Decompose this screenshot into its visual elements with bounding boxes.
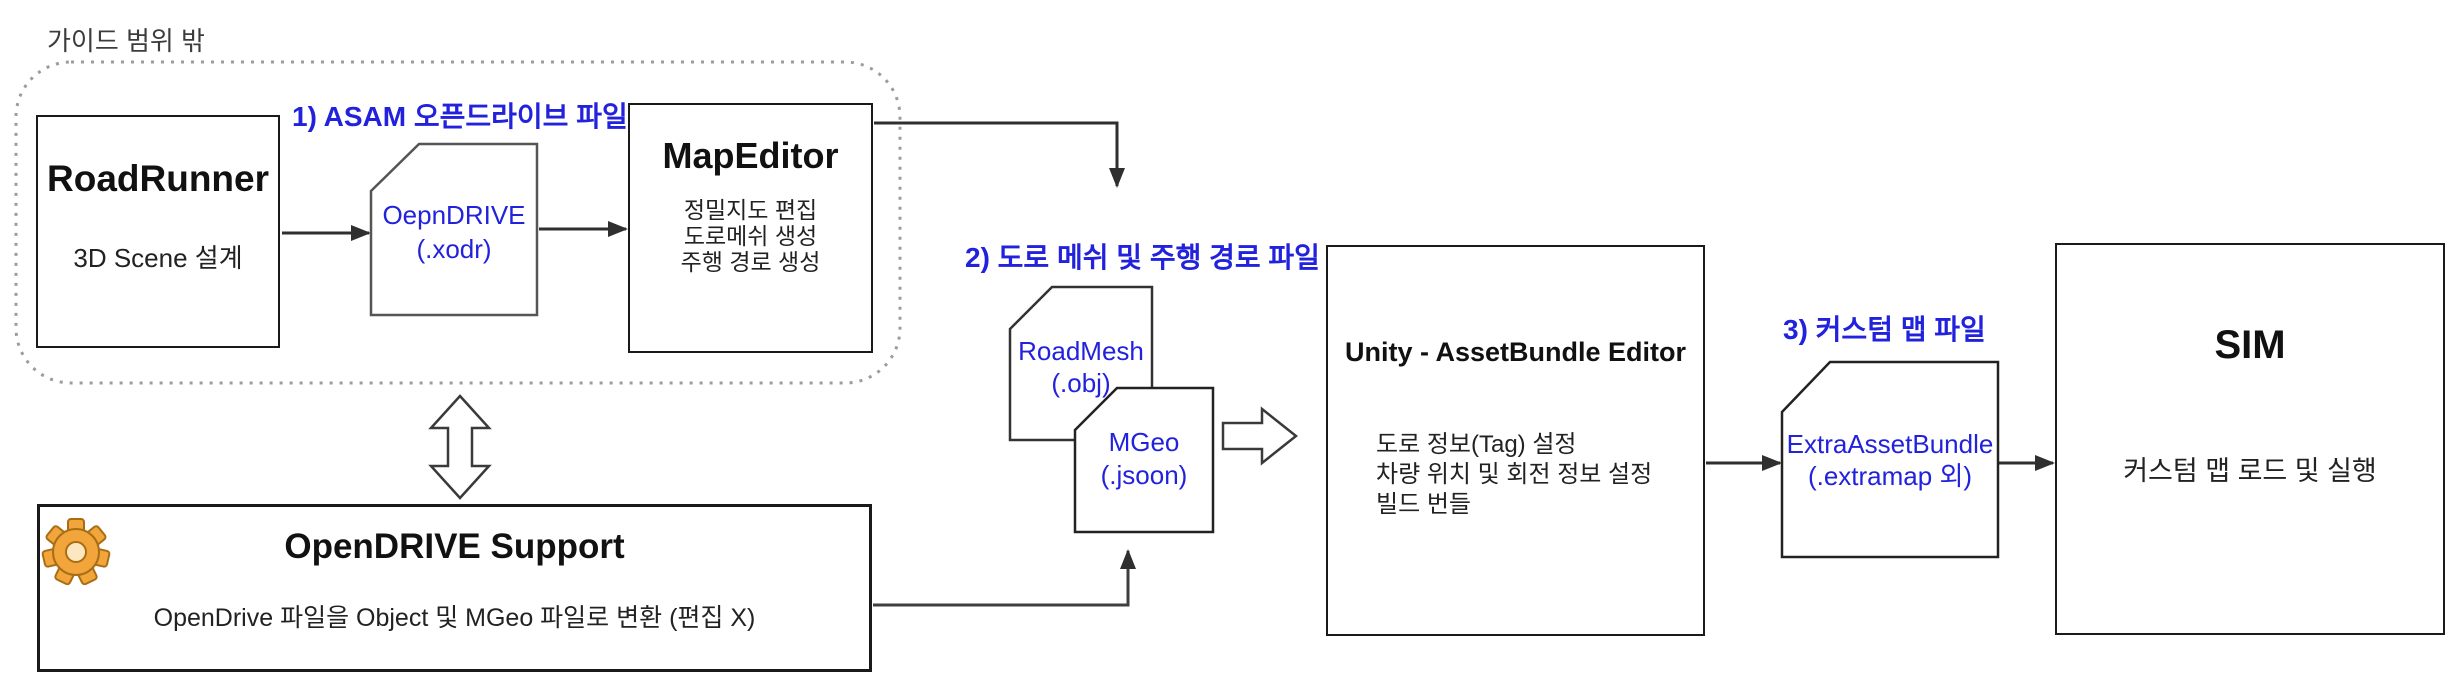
- step1-label: 1) ASAM 오픈드라이브 파일: [292, 101, 628, 132]
- mgeo-file-name: MGeo: [1108, 427, 1180, 457]
- mapeditor-box: MapEditor 정밀지도 편집 도로메쉬 생성 주행 경로 생성: [628, 103, 873, 353]
- guide-scope-label: 가이드 범위 밖: [47, 26, 205, 56]
- unity-task-line: 도로 정보(Tag) 설정: [1376, 431, 1577, 458]
- extra-asset-bundle-file-label: ExtraAssetBundle (.extramap 외): [1782, 428, 1998, 492]
- roadrunner-box: RoadRunner 3D Scene 설계: [36, 115, 280, 348]
- mgeo-file-label: MGeo (.jsoon): [1075, 426, 1213, 492]
- mapeditor-line: 도로메쉬 생성: [683, 223, 818, 249]
- connector-mapeditor-to-files: [874, 121, 1125, 188]
- opendrive-support-title: OpenDRIVE Support: [284, 527, 625, 566]
- mgeo-file-icon: [1073, 386, 1215, 534]
- sim-subtitle: 커스텀 맵 로드 및 실행: [2123, 456, 2377, 486]
- sim-box: SIM 커스텀 맵 로드 및 실행: [2055, 243, 2445, 635]
- unity-task-line: 빌드 번들: [1376, 491, 1471, 518]
- xodr-file-icon: [369, 142, 539, 317]
- roadrunner-title: RoadRunner: [47, 158, 269, 199]
- roadmesh-file-label: RoadMesh (.obj): [1010, 335, 1152, 399]
- mgeo-file-ext: (.jsoon): [1100, 460, 1188, 490]
- xodr-file-name: OepnDRIVE: [382, 200, 526, 230]
- unity-assetbundle-editor-box: Unity - AssetBundle Editor 도로 정보(Tag) 설정…: [1326, 245, 1705, 636]
- sim-title: SIM: [2214, 323, 2286, 367]
- extra-file-name: ExtraAssetBundle: [1786, 429, 1994, 459]
- gear-icon: [41, 518, 111, 586]
- extra-file-ext: (.extramap 외): [1807, 461, 1973, 491]
- hollow-right-arrow-icon: [1221, 406, 1299, 466]
- mapeditor-line: 주행 경로 생성: [680, 249, 821, 275]
- extra-asset-bundle-file-icon: [1780, 360, 2000, 559]
- opendrive-support-box: OpenDRIVE Support OpenDrive 파일을 Object 및…: [37, 504, 872, 672]
- step3-label: 3) 커스텀 맵 파일: [1783, 314, 1986, 345]
- roadrunner-subtitle: 3D Scene 설계: [73, 243, 243, 273]
- xodr-file-label: OepnDRIVE (.xodr): [371, 198, 537, 266]
- mapeditor-title: MapEditor: [662, 135, 839, 176]
- mapeditor-capabilities: 정밀지도 편집 도로메쉬 생성 주행 경로 생성: [630, 197, 871, 275]
- roadmesh-file-name: RoadMesh: [1018, 336, 1144, 366]
- unity-tasks: 도로 정보(Tag) 설정 차량 위치 및 회전 정보 설정 빌드 번들: [1376, 430, 1652, 520]
- step2-label: 2) 도로 메쉬 및 주행 경로 파일: [965, 242, 1320, 273]
- connector-support-to-mgeo: [873, 549, 1136, 607]
- roadmesh-file-ext: (.obj): [1051, 368, 1111, 398]
- xodr-file-ext: (.xodr): [416, 234, 492, 264]
- opendrive-support-subtitle: OpenDrive 파일을 Object 및 MGeo 파일로 변환 (편집 X…: [153, 604, 756, 632]
- mapeditor-line: 정밀지도 편집: [683, 197, 818, 223]
- unity-task-line: 차량 위치 및 회전 정보 설정: [1376, 461, 1653, 488]
- double-headed-arrow-icon: [428, 394, 492, 500]
- unity-title: Unity - AssetBundle Editor: [1344, 337, 1687, 367]
